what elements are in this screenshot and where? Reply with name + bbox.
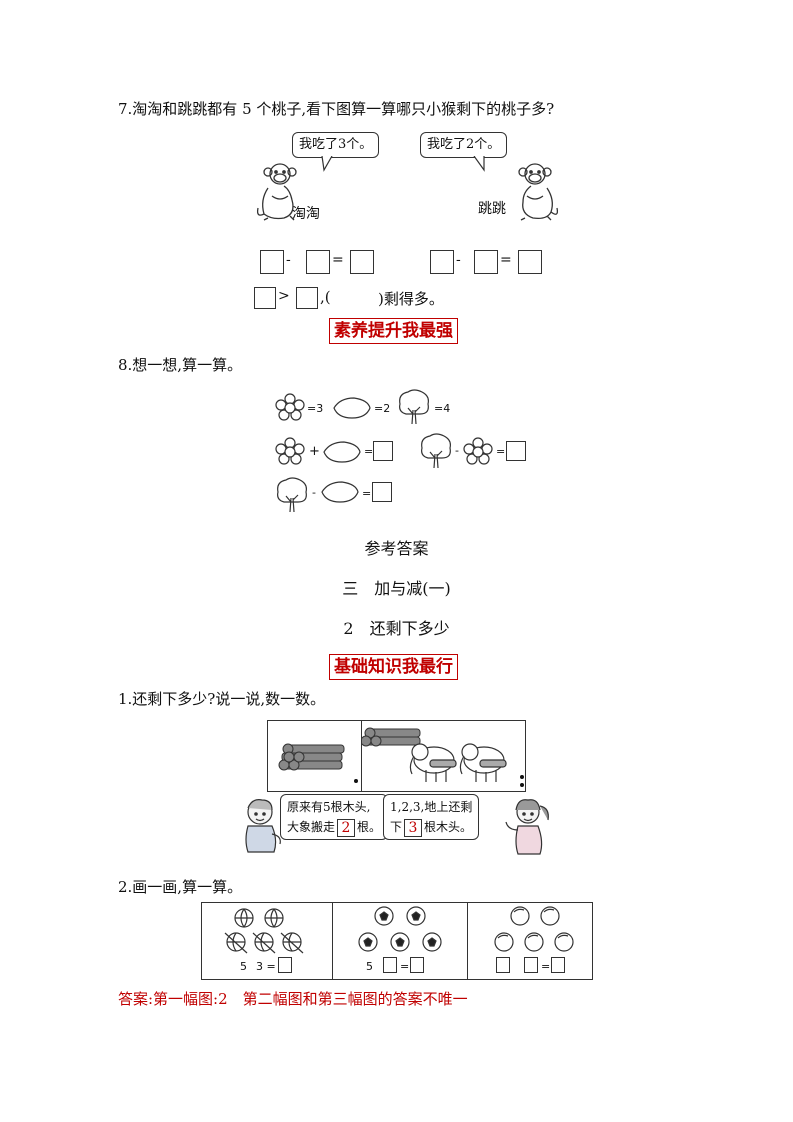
flower-icon (275, 393, 305, 421)
frame-dot (520, 783, 524, 787)
frame-divider (467, 903, 469, 979)
elephants-icon (409, 743, 507, 782)
equals-sign: = (541, 960, 551, 973)
answer-box[interactable] (474, 250, 498, 274)
frame-divider (361, 721, 363, 791)
speech-bubble-right-text: 我吃了2个。 (427, 137, 501, 152)
flower-value: =3 (307, 402, 324, 415)
q1-bubble-left-line1: 原来有5根木头, (287, 800, 371, 814)
soccer-balls-icon (358, 906, 442, 952)
logs-picture-frame (267, 720, 526, 792)
section-header-basic: 基础知识我最行 (329, 654, 458, 680)
answer-q1-text: 1.还剩下多少?说一说,数一数。 (118, 690, 326, 708)
answer-box[interactable] (506, 441, 526, 461)
boy-icon (245, 799, 281, 853)
balls-icon (494, 906, 574, 952)
minus-sign: - (312, 486, 316, 499)
answer-box[interactable] (383, 957, 397, 973)
speech-bubble-right: 我吃了2个。 (420, 132, 508, 158)
flower-icon (275, 437, 305, 465)
flower-icon (463, 437, 493, 465)
answer-box[interactable] (350, 250, 374, 274)
tree-icon (399, 389, 429, 425)
q1-bubble-left-text-b: 根。 (357, 820, 382, 834)
plus-sign: + (309, 444, 320, 459)
tree-icon (277, 477, 307, 513)
equals-sign: = (496, 445, 506, 458)
q2-picture-frame (201, 902, 593, 980)
answer-box[interactable] (278, 957, 292, 973)
q1-bubble-right-text-b: 根木头。 (424, 820, 473, 834)
tree-value: =4 (434, 402, 451, 415)
frame-dot (520, 775, 524, 779)
girl-icon (505, 799, 549, 855)
equals-sign: = (400, 960, 410, 973)
answer-q2-text: 2.画一画,算一算。 (118, 878, 243, 896)
answer-note: 答案:第一幅图:2 第二幅图和第三幅图的答案不唯一 (118, 990, 468, 1008)
answer-box[interactable] (260, 250, 284, 274)
leaf-icon (333, 397, 371, 419)
minus-sign: - (455, 444, 459, 457)
question-7-text: 7.淘淘和跳跳都有 5 个桃子,看下图算一算哪只小猴剩下的桃子多? (118, 100, 555, 118)
monkey-left-icon (256, 163, 297, 221)
greater-than-sign: > (278, 288, 290, 304)
q1-bubble-left-text-a: 大象搬走 (287, 820, 336, 834)
leaf-icon (321, 481, 359, 503)
equals-sign: = (500, 252, 512, 268)
q2-eq1-a: 5 (240, 960, 247, 973)
frame-divider (332, 903, 334, 979)
logs-pile-icon (278, 743, 345, 771)
logs-remaining-icon (362, 727, 421, 747)
lesson-title: 2 还剩下多少 (343, 619, 450, 638)
answer-box[interactable] (296, 287, 318, 309)
minus-sign: - (286, 252, 291, 268)
answer-box[interactable] (430, 250, 454, 274)
equals-sign: = (364, 445, 374, 458)
answer-sentence: )剩得多。 (378, 290, 444, 308)
q1-answer-box-left: 2 (337, 818, 356, 837)
bubble-tail-left (321, 156, 333, 172)
answers-title: 参考答案 (364, 539, 429, 558)
section-header-advanced: 素养提升我最强 (329, 318, 458, 344)
answer-box[interactable] (518, 250, 542, 274)
speech-bubble-left-text: 我吃了3个。 (299, 137, 373, 152)
answer-box[interactable] (524, 957, 538, 973)
leaf-icon (323, 441, 361, 463)
paren-open: ,( (320, 288, 331, 306)
answer-box[interactable] (372, 482, 392, 502)
q2-eq2-a: 5 (366, 960, 373, 973)
answer-box[interactable] (254, 287, 276, 309)
q2-eq1-b: 3 = (256, 960, 276, 973)
monkey-right-name: 跳跳 (478, 201, 506, 217)
leaf-value: =2 (374, 402, 391, 415)
q1-bubble-right-text-a: 下 (390, 820, 403, 834)
unit-title: 三 加与减(一) (342, 579, 451, 598)
bubble-tail-right (473, 156, 485, 172)
answer-box[interactable] (496, 957, 510, 973)
tree-icon (421, 433, 451, 469)
answer-box[interactable] (306, 250, 330, 274)
basketballs-icon (224, 908, 304, 954)
answer-box[interactable] (410, 957, 424, 973)
answer-box[interactable] (551, 957, 565, 973)
q1-bubble-right-line1: 1,2,3,地上还剩 (390, 800, 473, 814)
frame-dot (354, 779, 358, 783)
minus-sign: - (456, 252, 461, 268)
monkey-left-name: 淘淘 (292, 206, 320, 222)
monkey-right-icon (518, 163, 559, 221)
q1-answer-box-right: 3 (404, 818, 423, 837)
answer-box[interactable] (373, 441, 393, 461)
speech-bubble-left: 我吃了3个。 (292, 132, 380, 158)
question-8-text: 8.想一想,算一算。 (118, 356, 243, 374)
equals-sign: = (332, 252, 344, 268)
equals-sign: = (362, 487, 372, 500)
